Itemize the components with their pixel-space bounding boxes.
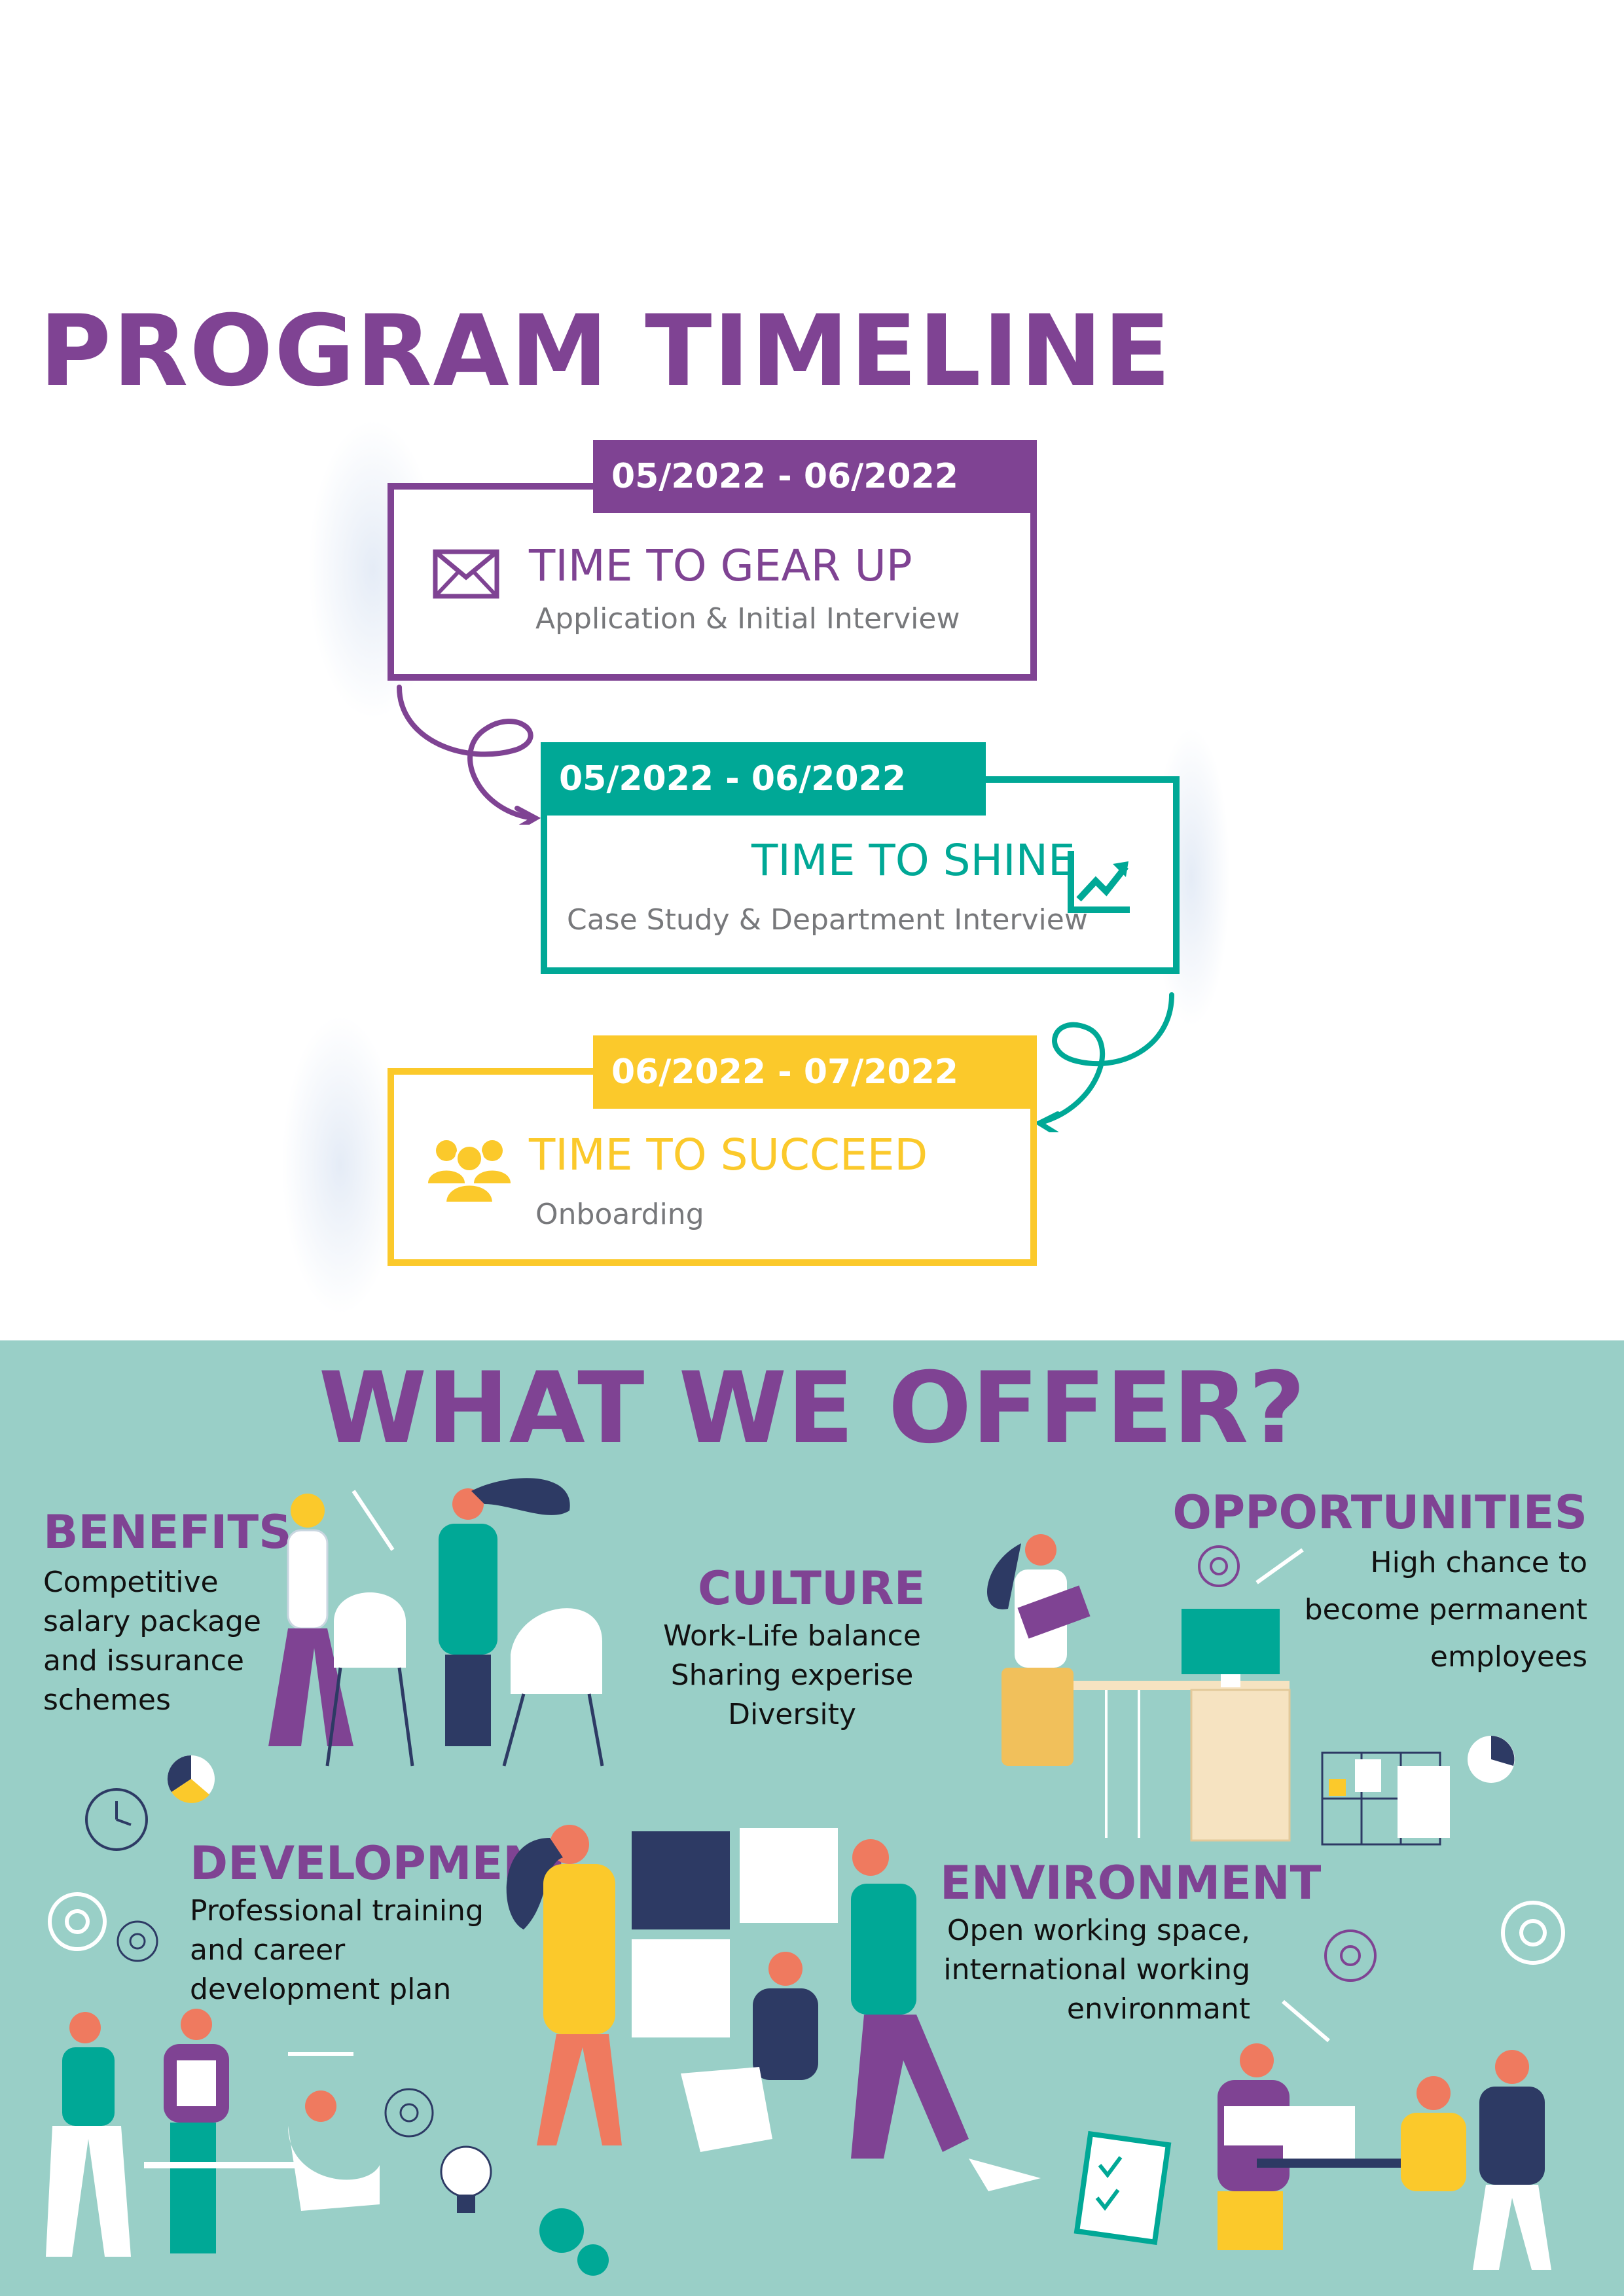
arrow-icon (288, 1490, 1330, 2056)
stage-subtitle: Case Study & Department Interview (567, 903, 1088, 937)
development-line: and career (190, 1933, 346, 1967)
opportunities-line: High chance to (1370, 1546, 1587, 1579)
gear-icon (1198, 1545, 1377, 1982)
development-line: development plan (190, 1973, 452, 2006)
envelope-icon (433, 549, 499, 599)
connector-arrow (397, 685, 541, 825)
opportunities-heading: OPPORTUNITIES (1172, 1486, 1587, 1539)
stage-subtitle: Application & Initial Interview (535, 602, 960, 636)
stage-title: TIME TO GEAR UP (529, 541, 912, 591)
clock-icon (85, 1788, 148, 1851)
development-text: Professional training and career develop… (190, 1892, 484, 2009)
culture-line: Sharing experise (670, 1659, 914, 1692)
benefits-line: schemes (43, 1683, 171, 1717)
puzzle-team-illustration (506, 1825, 969, 2159)
offer-illustration (46, 1478, 1565, 2276)
benefits-heading: BENEFITS (43, 1505, 292, 1559)
culture-line: Work-Life balance (663, 1619, 921, 1653)
pinboard-icon (1321, 1751, 1450, 1846)
timeline-title: PROGRAM TIMELINE (39, 295, 1172, 408)
pie-chart-icon (1468, 1736, 1515, 1783)
development-people-illustration (46, 2009, 380, 2257)
stage-date-tab: 05/2022 - 06/2022 (541, 742, 986, 816)
gear-icon (48, 1892, 1565, 1965)
stage-title: TIME TO SHINE (751, 835, 1075, 886)
clipboard-icon (1074, 2130, 1172, 2246)
benefits-text: Competitive salary package and issurance… (43, 1563, 261, 1720)
stage-subtitle: Onboarding (535, 1198, 704, 1231)
benefits-line: salary package (43, 1605, 261, 1638)
lightbulb-icon (440, 2145, 492, 2213)
opportunities-text: High chance to become permanent employee… (1305, 1539, 1587, 1681)
pie-chart-icon (167, 1755, 215, 1803)
environment-line: international working (943, 1953, 1250, 1986)
environment-people-illustration (1218, 2043, 1551, 2270)
card-shadow (281, 1014, 399, 1316)
team-icon (428, 1140, 511, 1204)
culture-heading: CULTURE (698, 1562, 926, 1615)
connector-arrow (1034, 992, 1174, 1132)
culture-text: Work-Life balance Sharing experise Diver… (648, 1617, 936, 1734)
benefits-line: and issurance (43, 1644, 244, 1677)
benefits-people-illustration (268, 1478, 604, 1767)
paper-plane-icon (969, 2159, 1041, 2191)
opportunities-line: become permanent (1304, 1593, 1587, 1626)
gear-icon (539, 2208, 609, 2276)
offer-title: WHAT WE OFFER? (318, 1352, 1306, 1465)
development-line: Professional training (190, 1894, 484, 1928)
culture-line: Diversity (728, 1698, 856, 1731)
environment-heading: ENVIRONMENT (940, 1856, 1322, 1910)
stage-date-tab: 06/2022 - 07/2022 (593, 1035, 1037, 1109)
environment-text: Open working space, international workin… (916, 1911, 1250, 2029)
stage-title: TIME TO SUCCEED (529, 1130, 928, 1180)
benefits-line: Competitive (43, 1566, 219, 1599)
environment-line: environmant (1066, 1992, 1250, 2026)
gear-icon (117, 1920, 434, 2138)
environment-line: Open working space, (947, 1914, 1250, 1947)
opportunities-desk-illustration (986, 1534, 1291, 1842)
stage-date-tab: 05/2022 - 06/2022 (593, 440, 1037, 513)
opportunities-line: employees (1430, 1640, 1587, 1674)
trend-up-icon (1068, 851, 1130, 913)
